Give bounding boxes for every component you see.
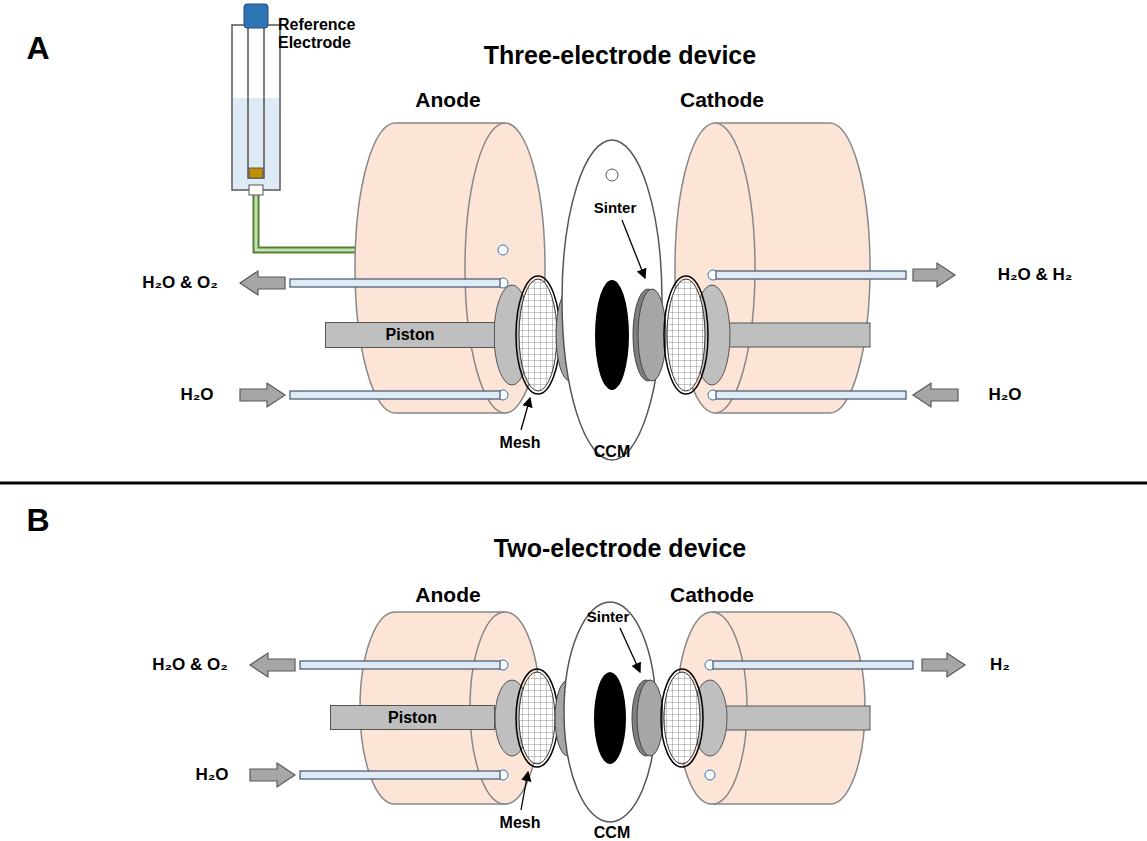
flow-arrows-a [240, 263, 958, 407]
piston-rod: Piston [330, 705, 495, 730]
flow-label: H₂ [990, 655, 1010, 675]
part-label: Sinter [587, 608, 630, 625]
flow-label: H₂O [988, 385, 1021, 405]
stack-a [516, 140, 708, 460]
flow-arrows-b [250, 653, 965, 787]
anode-block [355, 123, 545, 413]
piston-rod: Piston [325, 322, 495, 348]
part-label: Anode [415, 88, 480, 112]
part-label: CCM [594, 443, 630, 461]
part-label: Reference Electrode [278, 16, 366, 53]
piston-label: Piston [386, 326, 435, 344]
tubes-a [290, 271, 906, 399]
part-label: CCM [594, 824, 630, 841]
flow-label: H₂O [180, 385, 213, 405]
leader-lines-a [521, 220, 645, 430]
part-label: Anode [415, 583, 480, 607]
flow-label: H₂O [195, 765, 228, 785]
tubes-b [300, 661, 913, 779]
part-label: Cathode [680, 88, 764, 112]
panel-title: Three-electrode device [484, 41, 756, 70]
piston-label: Piston [388, 709, 437, 727]
stack-b [516, 602, 703, 822]
flow-label: H₂O & O₂ [142, 273, 218, 293]
panel-letter: B [26, 502, 49, 539]
panel-letter: A [26, 30, 49, 67]
part-label: Sinter [594, 199, 637, 216]
leader-lines-b [521, 628, 640, 810]
flow-label: H₂O & O₂ [152, 655, 228, 675]
panel-title: Two-electrode device [494, 534, 746, 563]
cathode-block-b [677, 612, 870, 804]
part-label: Mesh [500, 814, 541, 832]
part-label: Cathode [670, 583, 754, 607]
divider [0, 482, 1147, 485]
part-label: Mesh [500, 434, 541, 452]
flow-label: H₂O & H₂ [998, 265, 1073, 285]
